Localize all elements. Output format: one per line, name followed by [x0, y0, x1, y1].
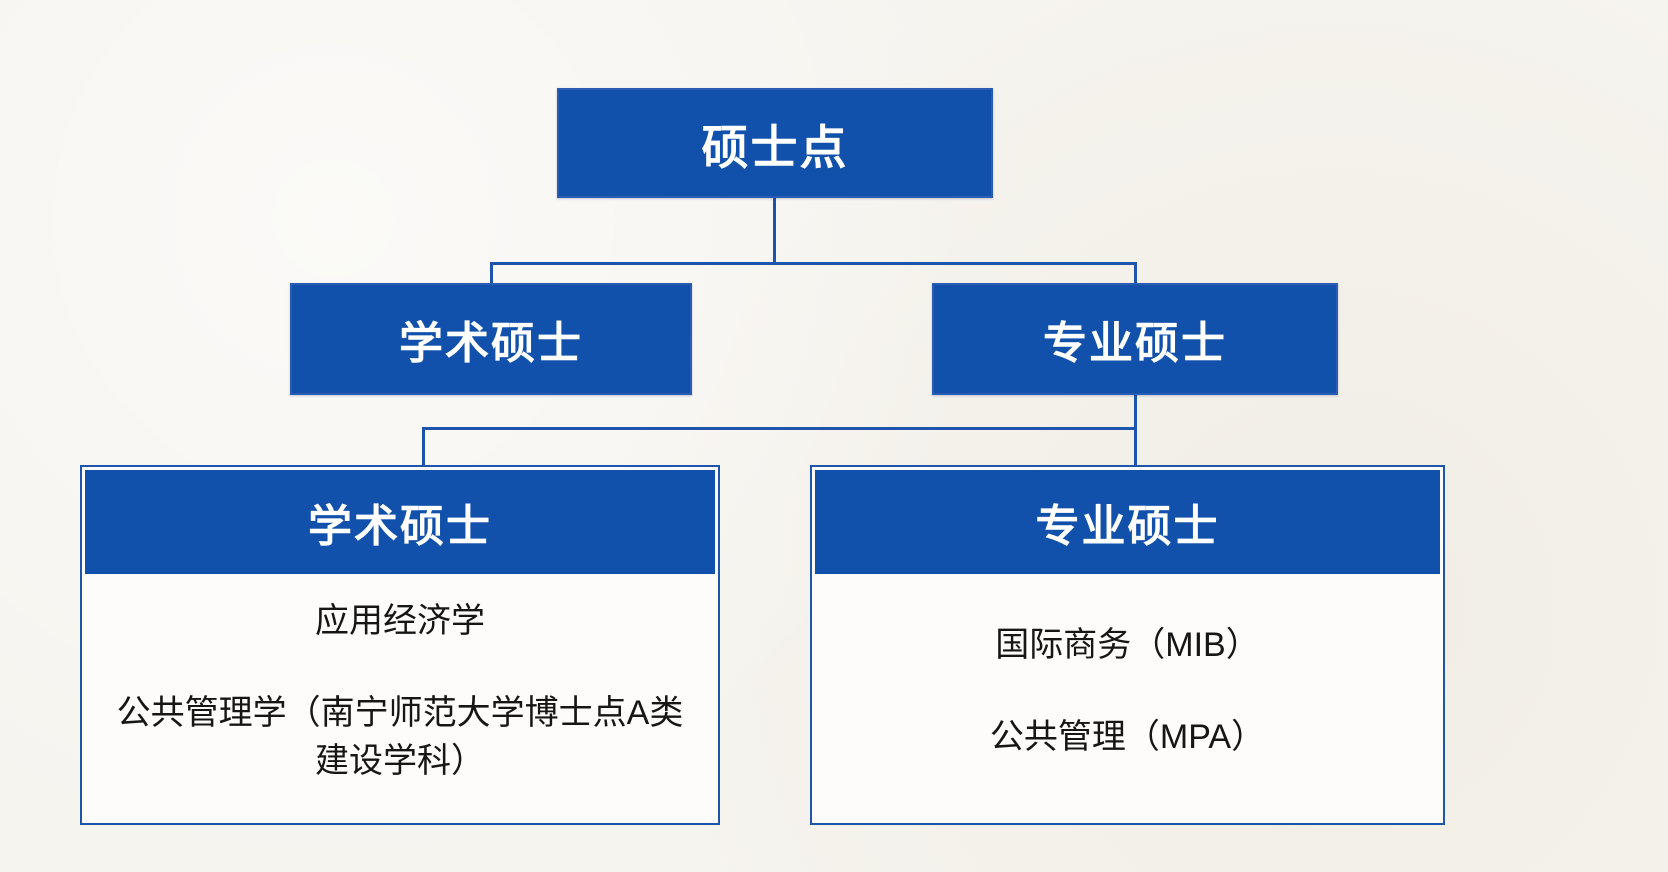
node-academic-masters: 学术硕士	[290, 283, 692, 395]
node-masters-root: 硕士点	[557, 88, 993, 198]
program-item-applied-economics: 应用经济学	[315, 601, 485, 640]
connector-drop-card-left	[422, 427, 425, 467]
card-academic-masters: 学术硕士 应用经济学 公共管理学（南宁师范大学博士点A类建设学科）	[80, 465, 720, 825]
node-academic-masters-label: 学术硕士	[399, 319, 583, 368]
connector-cards-horizontal	[422, 427, 1137, 430]
card-academic-header: 学术硕士	[85, 470, 715, 574]
connector-drop-professional	[1134, 262, 1137, 285]
program-item-public-administration-academic: 公共管理学（南宁师范大学博士点A类建设学科）	[116, 693, 684, 781]
connector-root-vertical	[773, 198, 776, 262]
program-item-mib: 国际商务（MIB）	[995, 625, 1260, 664]
card-professional-header-label: 专业硕士	[1035, 502, 1220, 551]
program-item-mpa: 公共管理（MPA）	[989, 718, 1266, 756]
card-academic-header-label: 学术硕士	[308, 502, 492, 551]
connector-drop-card-right	[1134, 427, 1137, 467]
node-professional-masters-label: 专业硕士	[1043, 319, 1227, 368]
connector-drop-academic	[490, 262, 493, 285]
node-masters-root-label: 硕士点	[701, 120, 849, 174]
card-professional-masters: 专业硕士 国际商务（MIB） 公共管理（MPA）	[810, 465, 1445, 825]
node-professional-masters: 专业硕士	[932, 283, 1338, 395]
card-professional-body: 国际商务（MIB） 公共管理（MPA）	[812, 577, 1443, 823]
connector-professional-vertical	[1134, 395, 1137, 429]
card-professional-header: 专业硕士	[815, 470, 1440, 574]
connector-level2-horizontal	[490, 262, 1137, 265]
card-academic-body: 应用经济学 公共管理学（南宁师范大学博士点A类建设学科）	[82, 577, 718, 823]
